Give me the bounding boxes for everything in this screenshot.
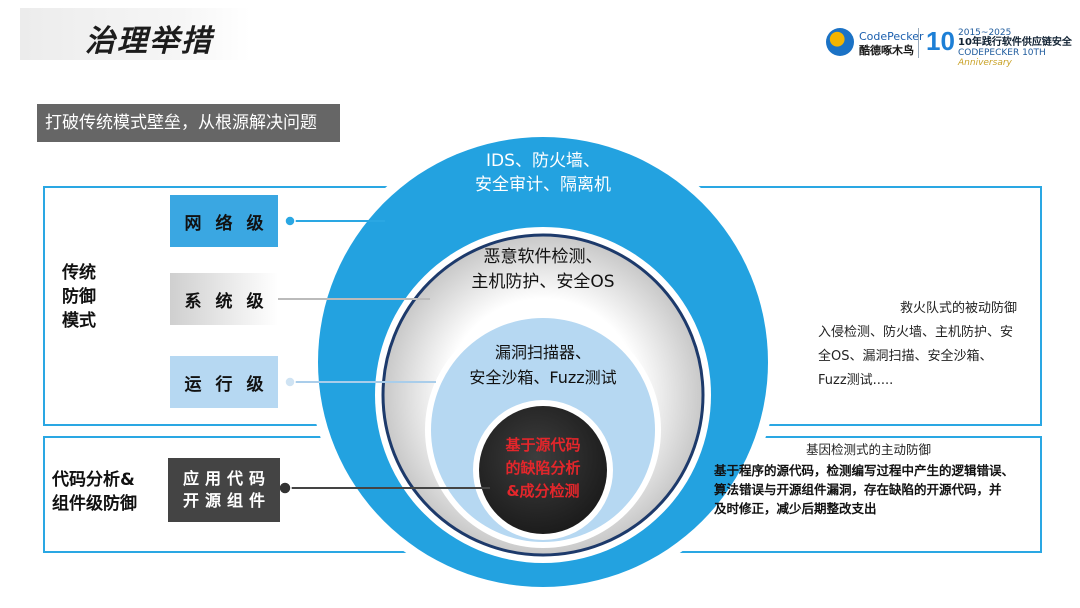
passive-defense-title: 救火队式的被动防御 — [900, 301, 1018, 316]
passive-defense-desc: 入侵检测、防火墙、主机防护、安 全OS、漏洞扫描、安全沙箱、 Fuzz测试...… — [818, 321, 1013, 393]
anniversary-en-main: CODEPECKER 10TH — [958, 48, 1046, 58]
runtime-connector-dot — [284, 376, 296, 388]
ring3-text-line1: 漏洞扫描器、 — [495, 343, 591, 362]
system-level-box: 系统级 — [170, 273, 278, 325]
ring1-text-line1: IDS、防火墙、 — [486, 151, 600, 171]
app-code-line2: 开源组件 — [182, 491, 271, 510]
title-background — [20, 8, 250, 60]
anniversary-title: 10年践行软件供应链安全 — [958, 37, 1072, 48]
active-defense-title: 基因检测式的主动防御 — [806, 442, 932, 457]
code-analysis-label: 代码分析& 组件级防御 — [52, 468, 137, 516]
logo-name-en: CodePecker — [859, 30, 924, 43]
app-connector-dot — [278, 481, 292, 495]
anniversary-logo-text: 2015~2025 10年践行软件供应链安全 CODEPECKER 10TH A… — [958, 28, 1080, 68]
active-desc-line: 算法错误与开源组件漏洞，存在缺陷的开源代码，并 — [714, 482, 1002, 497]
traditional-mode-label: 传统 防御 模式 — [62, 261, 96, 333]
anniversary-en-script: Anniversary — [958, 58, 1012, 68]
ring1-text-line2: 安全审计、隔离机 — [475, 175, 611, 195]
app-code-box: 应用代码 开源组件 — [168, 458, 280, 522]
anniversary-logo-mark: 10 — [926, 26, 955, 56]
traditional-label-line: 传统 — [62, 263, 96, 283]
code-label-line: 组件级防御 — [52, 494, 137, 514]
core-text-line1: 基于源代码 — [504, 436, 580, 454]
core-text-line2: 的缺陷分析 — [505, 459, 580, 477]
app-code-line1: 应用代码 — [182, 469, 271, 488]
network-level-box: 网络级 — [170, 195, 278, 247]
active-desc-line: 及时修正，减少后期整改支出 — [714, 501, 877, 516]
code-label-line: 代码分析& — [52, 470, 135, 490]
runtime-level-box: 运行级 — [170, 356, 278, 408]
ring2-text-line1: 恶意软件检测、 — [484, 247, 603, 267]
codepecker-logo-icon — [826, 28, 854, 56]
ring2-text-line2: 主机防护、安全OS — [471, 272, 614, 292]
page-title: 治理举措 — [85, 24, 213, 59]
network-connector-dot — [284, 215, 296, 227]
passive-desc-line: 入侵检测、防火墙、主机防护、安 — [818, 325, 1014, 340]
passive-desc-line: Fuzz测试..... — [818, 373, 894, 388]
headline-badge: 打破传统模式壁垒，从根源解决问题 — [37, 104, 340, 142]
ring3-text-line2: 安全沙箱、Fuzz测试 — [469, 368, 616, 387]
logo-name-cn: 酷德啄木鸟 — [859, 44, 914, 57]
traditional-label-line: 模式 — [62, 311, 96, 331]
core-text-line3: &成分检测 — [506, 482, 579, 500]
anniversary-years: 2015~2025 — [958, 28, 1012, 38]
codepecker-logo-text: CodePecker 酷德啄木鸟 — [859, 30, 924, 58]
active-desc-line: 基于程序的源代码，检测编写过程中产生的逻辑错误、 — [714, 463, 1015, 478]
anniversary-en: CODEPECKER 10TH Anniversary — [958, 48, 1080, 68]
active-defense-desc: 基于程序的源代码，检测编写过程中产生的逻辑错误、 算法错误与开源组件漏洞，存在缺… — [714, 461, 1014, 518]
passive-desc-line: 全OS、漏洞扫描、安全沙箱、 — [818, 349, 993, 364]
source-code-core — [479, 406, 607, 534]
traditional-label-line: 防御 — [62, 287, 96, 307]
logo-divider — [918, 28, 919, 58]
